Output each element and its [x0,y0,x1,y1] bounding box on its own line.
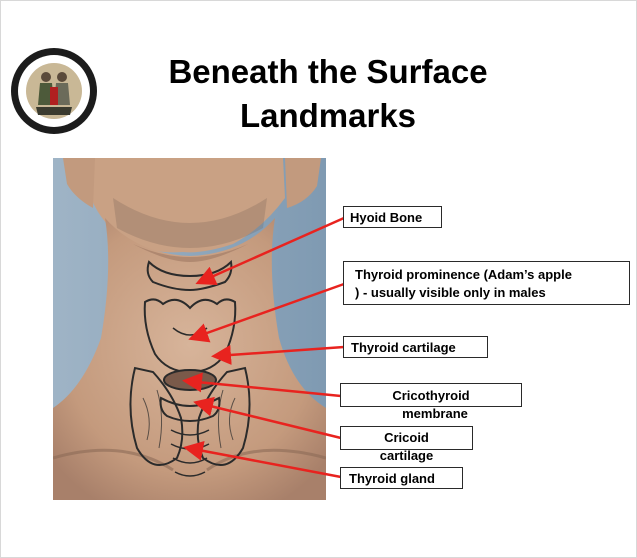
slide-title: Beneath the Surface Landmarks [100,50,556,138]
neck-anatomy-image [53,158,326,500]
tccc-logo: TCCC [10,47,98,135]
label-thyroid-cartilage: Thyroid cartilage [343,336,488,358]
label-cricothyroid-membrane: Cricothyroid membrane [340,383,522,407]
title-line-2: Landmarks [100,94,556,138]
label-thyroid-gland: Thyroid gland [340,467,463,489]
label-cricoid-cartilage: Cricoid cartilage [340,426,473,450]
label-thyroid-prominence: Thyroid prominence (Adam’s apple ) - usu… [343,261,630,305]
title-line-1: Beneath the Surface [100,50,556,94]
label-hyoid-bone: Hyoid Bone [343,206,442,228]
label-cricoid-line-2: cartilage [341,447,472,464]
label-prominence-line-2: ) - usually visible only in males [355,284,629,302]
label-cricoid-line-1: Cricoid [341,429,472,446]
label-prominence-line-1: Thyroid prominence (Adam’s apple [355,266,629,284]
svg-text:TCCC: TCCC [46,57,63,63]
label-cricothyroid-line-1: Cricothyroid [341,387,521,404]
label-cricothyroid-line-2: membrane [345,405,525,422]
